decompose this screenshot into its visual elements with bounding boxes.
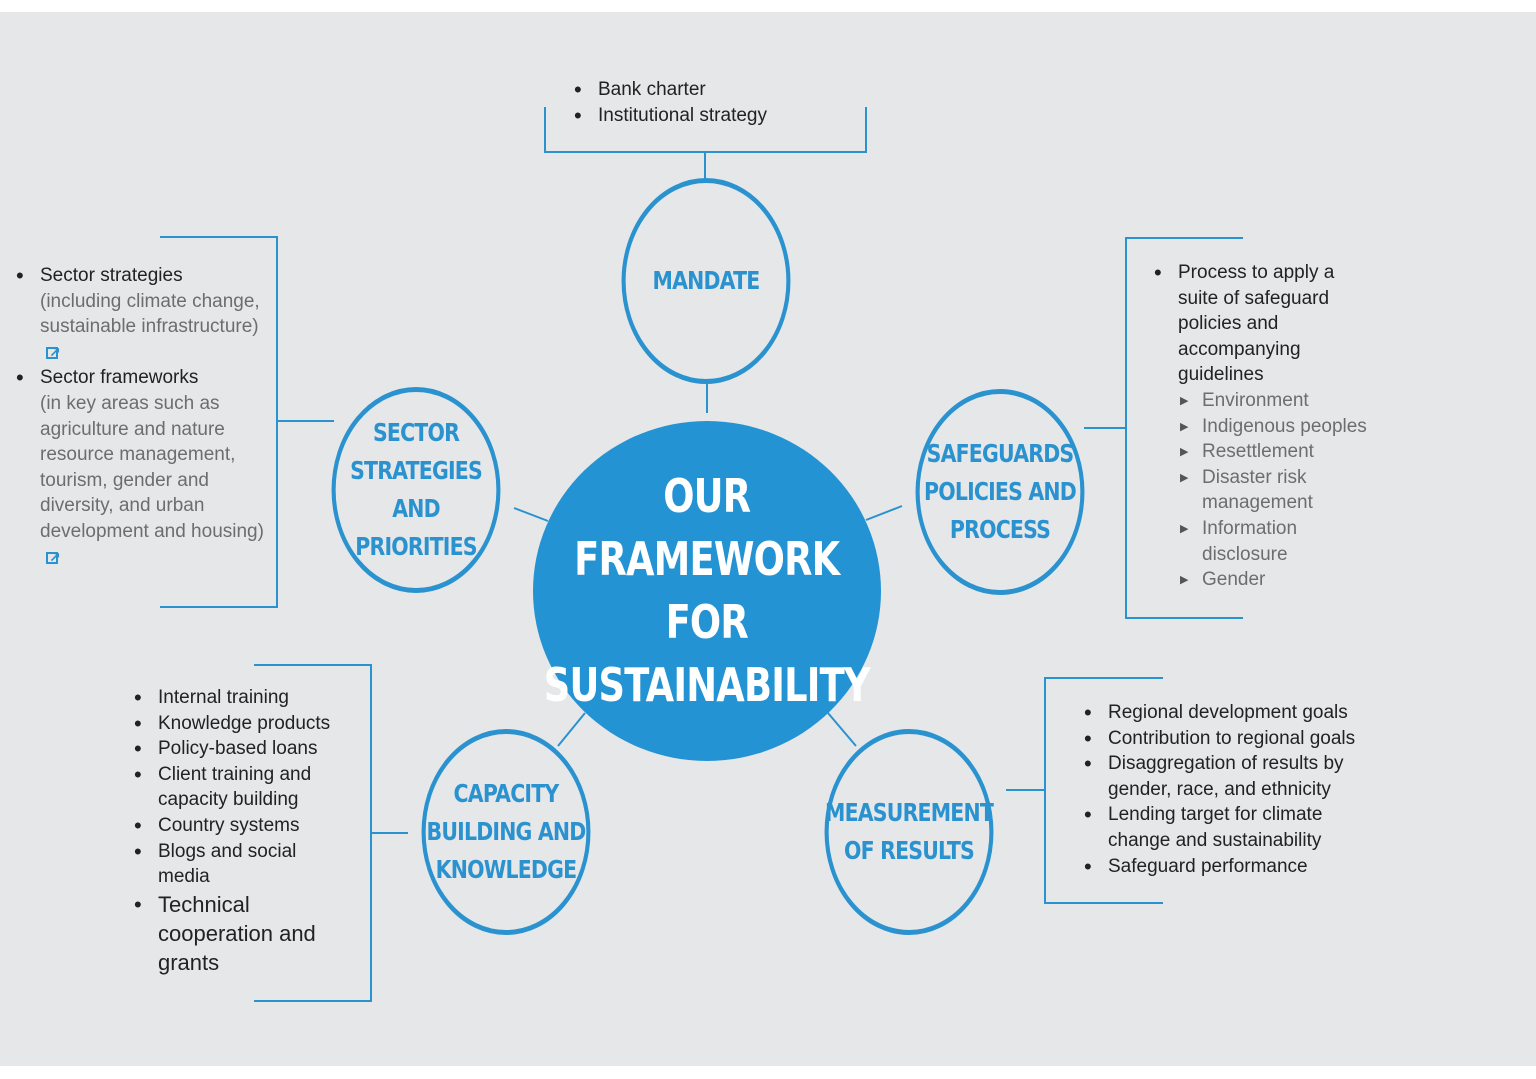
item-main: Process to apply a suite of safeguard po… xyxy=(1178,262,1335,386)
safeguards-title: Safeguards policies and process xyxy=(924,439,1077,544)
list-item: Technical cooperation and grants xyxy=(134,890,338,977)
capacity-connector xyxy=(557,712,586,747)
list-item: Institutional strategy xyxy=(574,103,854,129)
center-title: Our framework for sustainability xyxy=(544,469,871,712)
capacity-list: Internal training Knowledge products Pol… xyxy=(134,685,366,977)
list-item: Internal training xyxy=(134,685,366,711)
sublist-item: Information disclosure xyxy=(1178,516,1332,567)
list-item: Blogs and social media xyxy=(134,839,328,890)
list-item: Process to apply a suite of safeguard po… xyxy=(1154,260,1394,593)
sublist-item: Gender xyxy=(1178,567,1394,593)
item-main: Sector frameworks xyxy=(40,367,199,389)
sublist-item: Environment xyxy=(1178,388,1394,414)
external-link-icon[interactable] xyxy=(46,340,61,365)
sector-title: Sector strategies and priorities xyxy=(350,418,483,561)
measurement-circle: Measurement of results xyxy=(824,729,994,935)
list-item: Policy-based loans xyxy=(134,736,366,762)
list-item: Disaggregation of results by gender, rac… xyxy=(1084,751,1388,802)
measurement-connector xyxy=(827,712,857,747)
list-item: Sector frameworks (in key areas such as … xyxy=(16,365,268,570)
list-item: Knowledge products xyxy=(134,711,366,737)
mandate-list: Bank charter Institutional strategy xyxy=(574,77,854,128)
capacity-title: Capacity building and knowledge xyxy=(426,779,587,884)
sublist-item: Resettlement xyxy=(1178,439,1394,465)
sublist-item: Indigenous peoples xyxy=(1178,414,1394,440)
item-detail: (including climate change, sustainable i… xyxy=(40,289,268,366)
safeguards-sublist: Environment Indigenous peoples Resettlem… xyxy=(1178,388,1394,593)
mandate-title: Mandate xyxy=(652,266,761,295)
list-item: Client training and capacity building xyxy=(134,762,328,813)
sector-list: Sector strategies (including climate cha… xyxy=(16,263,268,570)
measurement-list: Regional development goals Contribution … xyxy=(1084,700,1394,879)
list-item: Lending target for climate change and su… xyxy=(1084,802,1378,853)
sublist-item: Disaster risk management xyxy=(1178,465,1332,516)
safeguards-circle: Safeguards policies and process xyxy=(915,389,1085,595)
measurement-title: Measurement of results xyxy=(825,798,994,865)
center-circle: Our framework for sustainability xyxy=(533,421,881,761)
external-link-icon[interactable] xyxy=(46,545,61,570)
item-main: Sector strategies xyxy=(40,265,183,286)
item-detail: (in key areas such as agriculture and na… xyxy=(40,391,268,570)
sector-circle: Sector strategies and priorities xyxy=(331,387,501,593)
mandate-circle: Mandate xyxy=(621,178,791,384)
capacity-circle: Capacity building and knowledge xyxy=(421,729,591,935)
sector-connector xyxy=(513,507,549,522)
list-item: Regional development goals xyxy=(1084,700,1394,726)
safeguards-connector xyxy=(865,505,903,521)
list-item: Bank charter xyxy=(574,77,854,103)
list-item: Country systems xyxy=(134,813,366,839)
list-item: Sector strategies (including climate cha… xyxy=(16,263,268,365)
list-item: Safeguard performance xyxy=(1084,854,1394,880)
list-item: Contribution to regional goals xyxy=(1084,726,1394,752)
safeguards-list: Process to apply a suite of safeguard po… xyxy=(1154,260,1394,593)
